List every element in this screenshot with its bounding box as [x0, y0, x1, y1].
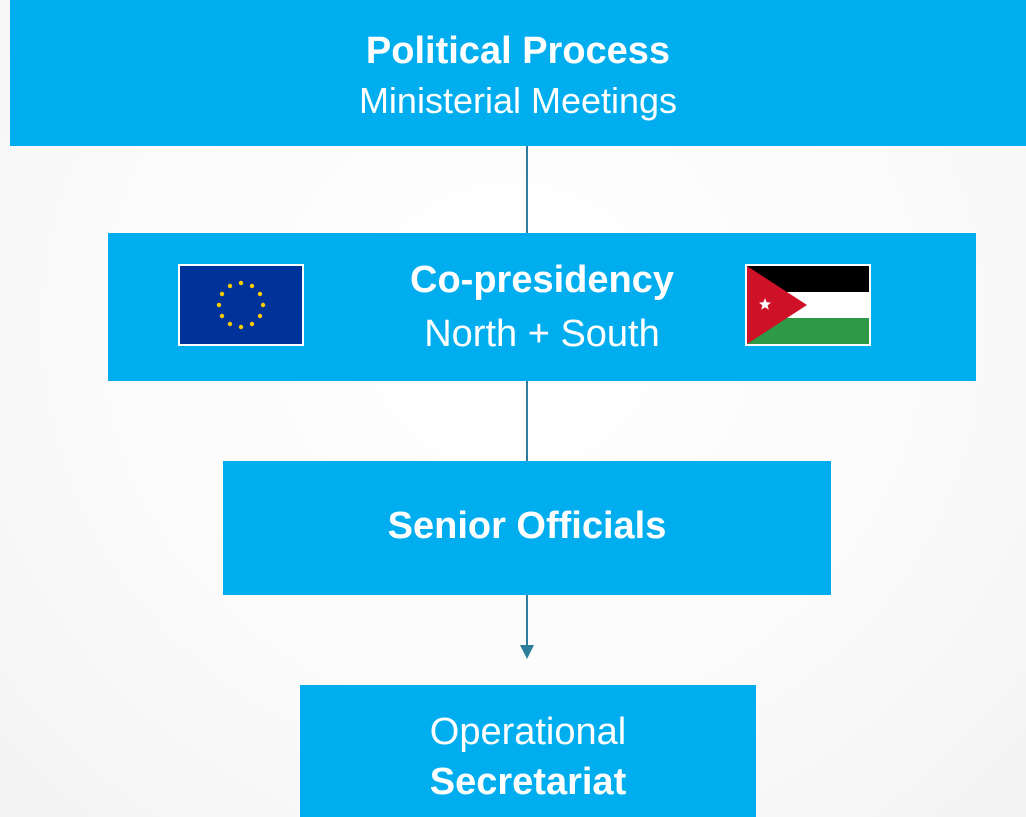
senior-officials-box: Senior Officials — [223, 461, 831, 595]
eu-flag-icon — [178, 264, 304, 346]
jordan-flag-icon — [745, 264, 871, 346]
senior-officials-title: Senior Officials — [387, 505, 667, 547]
political-process-box: Political Process Ministerial Meetings — [10, 0, 1026, 146]
co-presidency-title: Co-presidency — [410, 259, 674, 301]
political-process-subtitle: Ministerial Meetings — [358, 80, 678, 121]
arrowhead-icon — [520, 645, 534, 659]
secretariat-box: Operational Secretariat — [300, 685, 756, 817]
secretariat-line2: Secretariat — [429, 761, 627, 803]
political-process-title: Political Process — [365, 30, 671, 72]
co-presidency-box: Co-presidency North + South — [108, 233, 976, 381]
co-presidency-subtitle: North + South — [424, 313, 660, 355]
secretariat-line1: Operational — [429, 711, 627, 753]
